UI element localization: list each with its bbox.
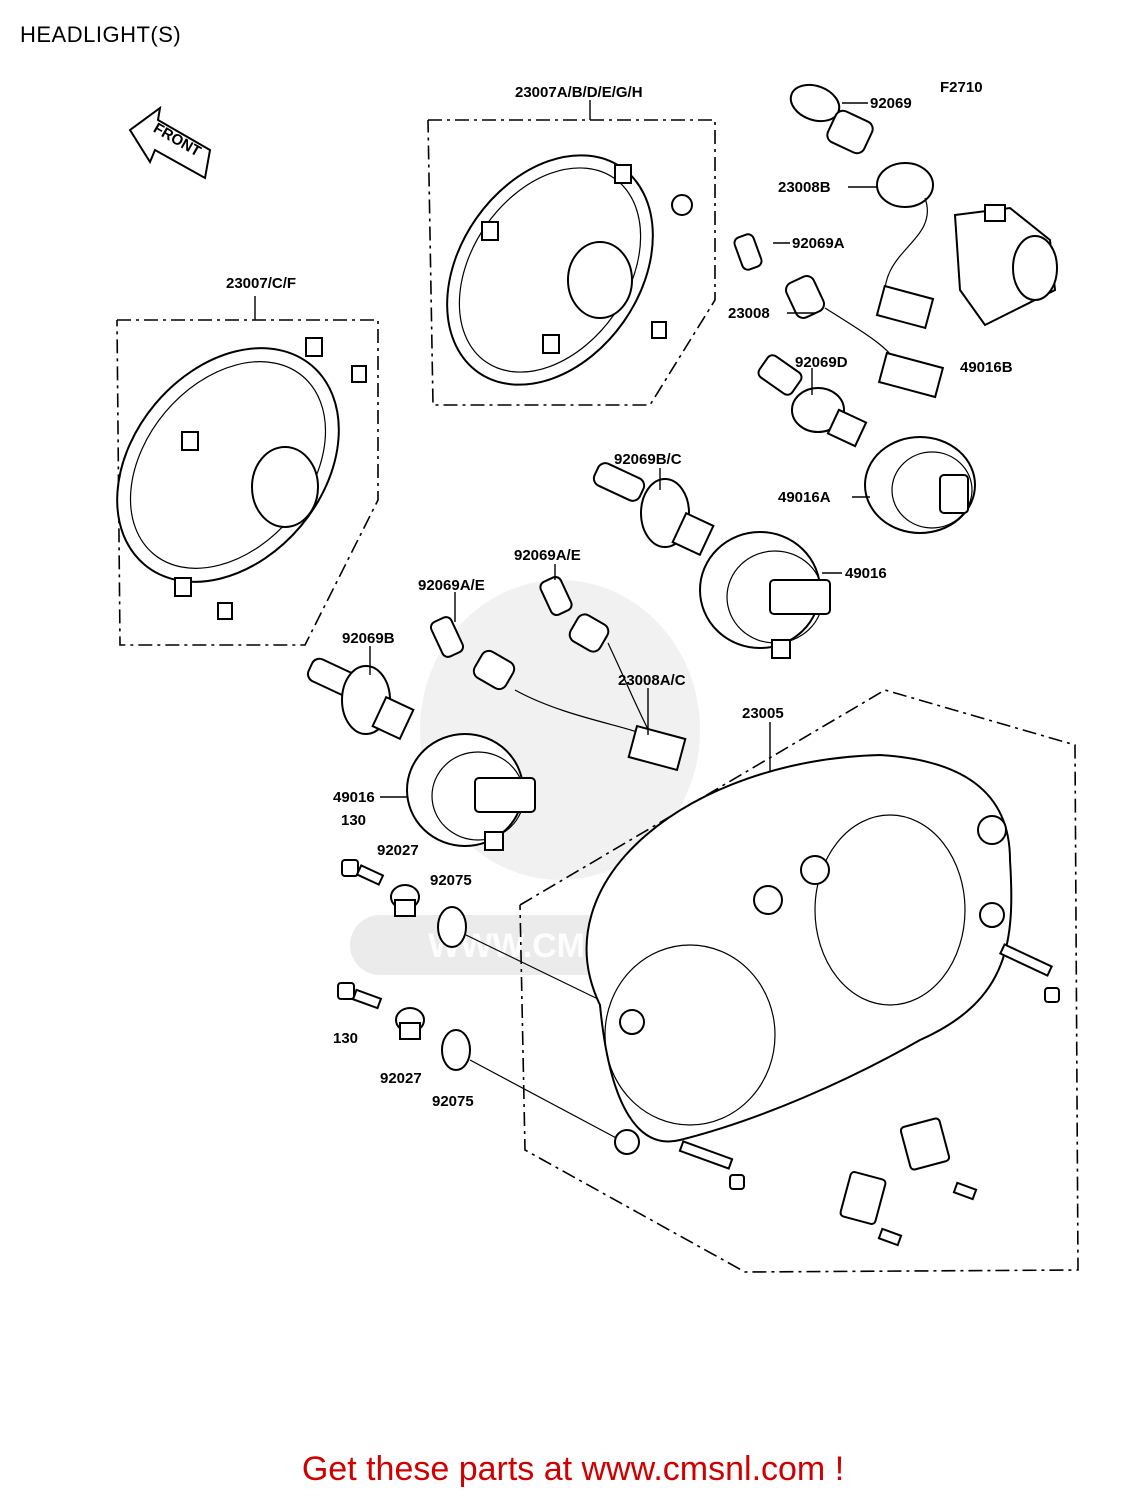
label-49016a: 49016A [778,489,831,506]
label-92027-top: 92027 [377,842,419,859]
bulbs-92069ae [429,564,573,658]
label-92069b: 92069B [342,630,395,647]
fasteners-top [341,859,601,1001]
socket-23008 [785,275,945,399]
label-23007abdegh: 23007A/B/D/E/G/H [515,84,643,101]
bulb-92069-top [789,83,874,155]
label-92075-top: 92075 [430,872,472,889]
label-92069-top: 92069 [870,95,912,112]
part-labels: 23007A/B/D/E/G/H 92069 23008B 92069A 230… [226,84,1013,1110]
bulb-92069b [306,646,415,741]
rim-box-left [116,296,379,646]
label-130-bottom: 130 [333,1030,358,1047]
fasteners-bottom [337,982,621,1141]
label-23008ac: 23008A/C [618,672,686,689]
label-49016-right: 49016 [845,565,887,582]
bulb-92069d [757,354,868,448]
socket-49016a [852,436,976,534]
label-23008: 23008 [728,305,770,322]
sockets-23008ac [472,613,687,772]
page-title: HEADLIGHT(S) [20,22,182,47]
bulb-92069bc [592,462,715,557]
label-23007cf: 23007/C/F [226,275,296,292]
label-130-top: 130 [341,812,366,829]
rim-box-top [427,100,716,406]
bulb-92069a [733,233,790,271]
label-92027-bottom: 92027 [380,1070,422,1087]
front-arrow: FRONT [128,105,212,180]
label-92075-bottom: 92075 [432,1093,474,1110]
label-23005: 23005 [742,705,784,722]
footer-link[interactable]: Get these parts at www.cmsnl.com ! [301,1450,845,1488]
headlight-housing-23005 [519,689,1079,1273]
socket-23008b [848,162,935,330]
label-92069bc: 92069B/C [614,451,682,468]
figure-code: F2710 [940,79,983,96]
label-23008b: 23008B [778,179,831,196]
socket-49016-left [380,733,536,851]
label-92069d: 92069D [795,354,848,371]
label-49016-left: 49016 [333,789,375,806]
label-92069ae-2: 92069A/E [418,577,485,594]
socket-49016-right [699,531,842,659]
label-92069ae-1: 92069A/E [514,547,581,564]
label-92069a: 92069A [792,235,845,252]
label-49016b: 49016B [960,359,1013,376]
cover-49016b [953,204,1058,327]
